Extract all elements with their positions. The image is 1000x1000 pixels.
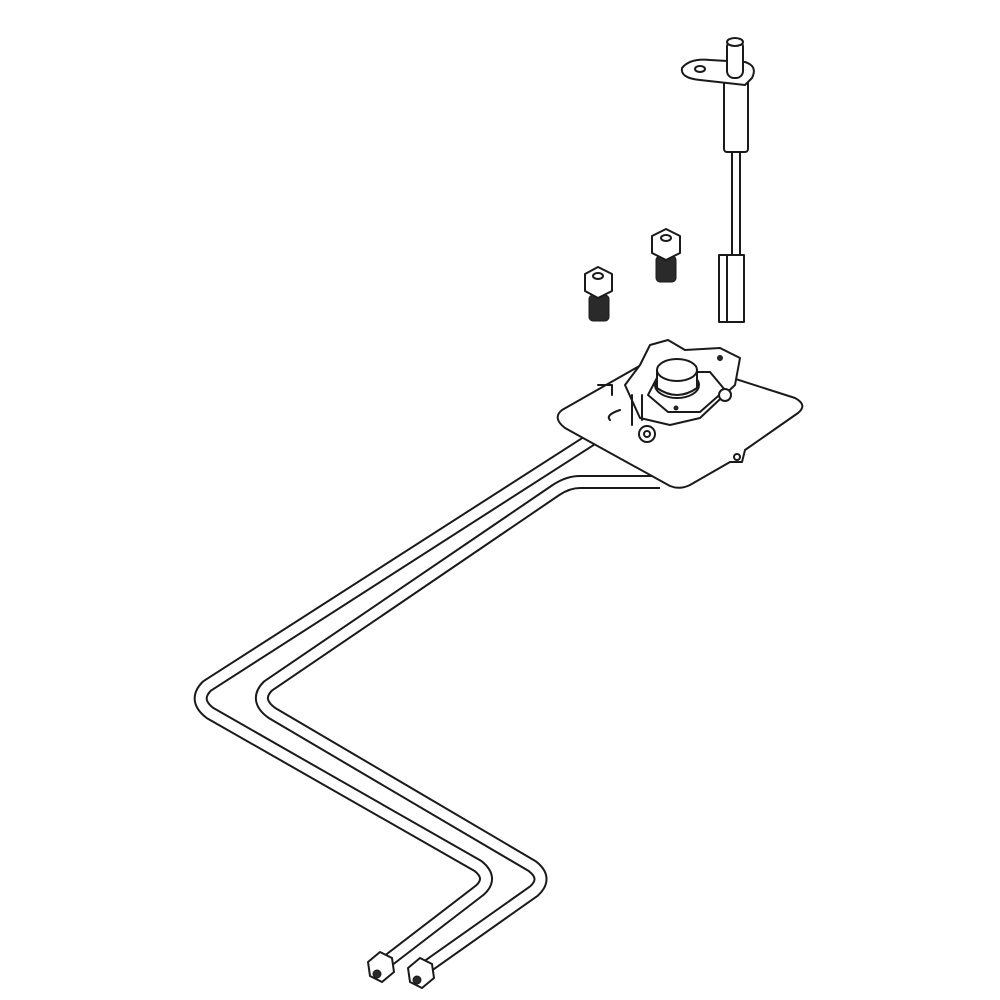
screw bbox=[651, 228, 681, 283]
tube-b bbox=[255, 475, 660, 974]
valve-body bbox=[597, 339, 741, 443]
tube-a bbox=[193, 431, 599, 969]
probe-sensor bbox=[680, 37, 755, 323]
plate-hole bbox=[733, 453, 741, 461]
screw bbox=[584, 266, 613, 322]
tube-fitting bbox=[367, 951, 395, 983]
tube-fitting bbox=[407, 957, 435, 989]
